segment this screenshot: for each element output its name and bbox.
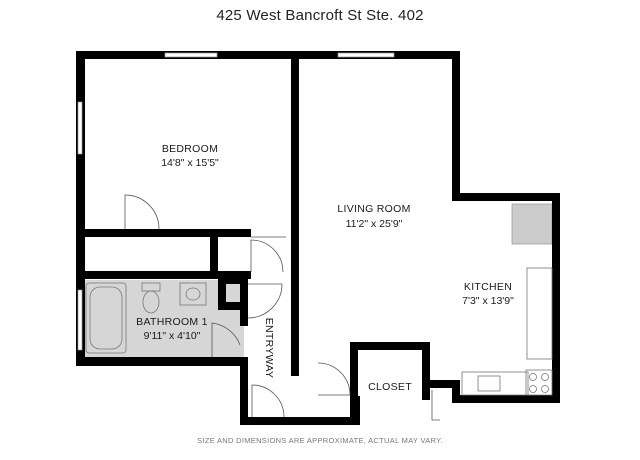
bedroom-window-top [164, 52, 218, 58]
top-wall [76, 51, 460, 59]
bathroom-fixtures [85, 282, 207, 354]
bottom-left-wall [76, 357, 248, 366]
living-window-top [337, 52, 395, 58]
living-room-label: LIVING ROOM [337, 203, 410, 215]
front-door [251, 384, 285, 418]
closet-right-wall [422, 342, 430, 400]
floorplan-title: 425 West Bancroft St Ste. 402 [216, 7, 424, 24]
bedroom-dimensions: 14'8" x 15'5" [161, 157, 219, 169]
bedroom-bottom-wall [76, 229, 251, 237]
doors [124, 194, 440, 421]
left-wall [76, 51, 85, 366]
kitchen-counter [526, 267, 553, 360]
bathroom-floor [80, 280, 244, 357]
stove-burner [529, 373, 537, 381]
bathtub [85, 282, 127, 354]
bathroom-label: BATHROOM 1 [136, 316, 208, 328]
bathroom-window-side [77, 289, 83, 351]
bath-entry-wall [240, 276, 248, 326]
disclaimer: SIZE AND DIMENSIONS ARE APPROXIMATE, ACT… [197, 436, 443, 445]
exterior-walls [76, 51, 560, 425]
stove [525, 369, 553, 396]
bedroom-door [124, 194, 160, 230]
bottom-entry-wall [240, 417, 350, 425]
bedroom-living-wall [291, 51, 299, 376]
bathroom-door [211, 322, 241, 357]
entryway-label: ENTRYWAY [263, 318, 275, 379]
entry-top-wall [218, 276, 248, 284]
small-closet-wall [218, 276, 226, 310]
closet-kitchen-wall [422, 380, 460, 388]
stove-burner [541, 385, 549, 393]
bedroom-label: BEDROOM [162, 143, 218, 155]
kitchen-fixtures [461, 267, 553, 396]
hall-closet-door [250, 236, 286, 273]
kitchen-bottom-wall [452, 395, 560, 403]
stove-burner [541, 373, 549, 381]
upper-right-wall [452, 51, 460, 201]
kitchen-top-wall [452, 193, 560, 201]
living-room-dimensions: 11'2" x 25'9" [346, 218, 403, 230]
closet-left-wall [350, 342, 358, 425]
closet-top-wall [350, 342, 430, 350]
kitchen-sink [477, 375, 501, 392]
closet-label: CLOSET [368, 381, 412, 393]
toilet-bowl [142, 290, 160, 314]
kitchen-dimensions: 7'3" x 13'9" [462, 295, 514, 307]
bathtub-basin [89, 286, 123, 350]
kitchen-right-wall [552, 193, 560, 403]
entry-door-upper [247, 283, 283, 319]
kitchen-label: KITCHEN [464, 281, 512, 293]
hall-bottom-wall [76, 271, 251, 279]
bathroom-dimensions: 9'11" x 4'10" [144, 330, 201, 342]
hall-divider-wall [210, 229, 218, 279]
closet-door-arc [317, 362, 351, 396]
closet-side-door [431, 390, 440, 421]
kitchen-lower-counter [461, 371, 529, 396]
entry-left-wall [240, 357, 248, 425]
bedroom-window-side [77, 101, 83, 155]
kitchen-appliance [511, 203, 553, 245]
sink-bowl [185, 287, 201, 301]
closet-bottom-wall [350, 396, 360, 425]
kitchen-bottom-left-wall [452, 380, 460, 403]
stove-burner [529, 385, 537, 393]
interior-walls [76, 51, 460, 425]
sink-counter [179, 282, 207, 306]
small-closet-bottom [218, 302, 248, 310]
